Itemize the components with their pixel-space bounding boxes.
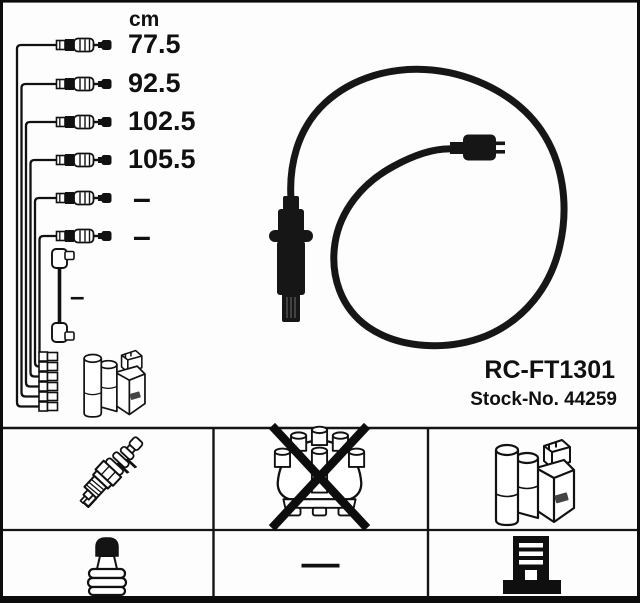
- wire-end-drawing: [55, 37, 113, 53]
- legend-dash-mark: —: [301, 542, 340, 585]
- wire-end-drawing: [55, 190, 113, 206]
- cable-length-label-5: –: [133, 180, 151, 216]
- stock-number: Stock-No. 44259: [470, 389, 617, 410]
- cable-length-label-3: 102.5: [128, 106, 196, 136]
- terminal-stack: [38, 351, 59, 412]
- cross-out-mark: [268, 422, 371, 531]
- cable-length-label-1: 77.5: [128, 29, 181, 59]
- wire-end-drawing: [55, 228, 113, 244]
- spark-plug-icon: [79, 436, 144, 509]
- wire-end-drawing: [55, 76, 113, 92]
- wire-harness-bundle: [15, 43, 56, 408]
- pin-terminal-icon: [503, 536, 561, 594]
- coil-wire-length-label: –: [70, 281, 85, 311]
- plug-terminal-nut-icon: [86, 537, 128, 597]
- ignition-coil-icon: [494, 438, 576, 527]
- spark-plug-boot: [269, 196, 313, 322]
- ignition-coil-small-drawing: [83, 349, 146, 418]
- cable-length-label-6: –: [133, 218, 151, 254]
- wire-end-drawing: [55, 114, 113, 130]
- cable-length-label-4: 105.5: [128, 144, 196, 174]
- cable-length-label-2: 92.5: [128, 68, 181, 98]
- distributor-cap-crossed-icon: [268, 422, 371, 531]
- cable-connector: [450, 134, 505, 161]
- wire-end-drawing: [55, 152, 113, 168]
- part-number: RC-FT1301: [484, 356, 615, 384]
- unit-header: cm: [129, 8, 160, 31]
- coil-wire-drawing: [51, 248, 75, 343]
- coiled-ignition-cable-drawing: [269, 65, 568, 350]
- cable-loop: [287, 65, 568, 350]
